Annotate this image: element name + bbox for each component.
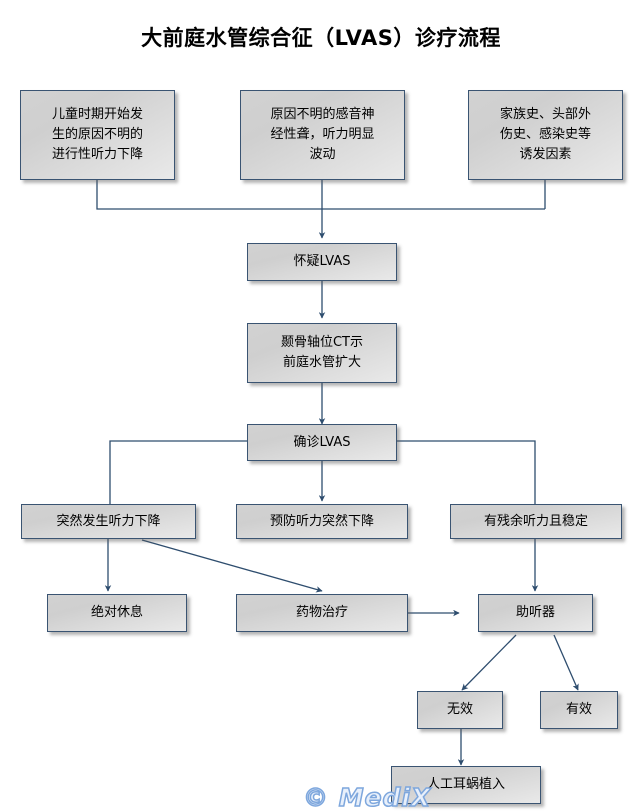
node-prevent-sudden-loss[interactable]: 预防听力突然下降 bbox=[236, 504, 408, 539]
node-label: 确诊LVAS bbox=[293, 434, 351, 450]
node-effective[interactable]: 有效 bbox=[540, 691, 618, 729]
node-label: 无效 bbox=[446, 702, 473, 717]
node-label: 有效 bbox=[565, 702, 592, 717]
node-label: 有残余听力且稳定 bbox=[483, 513, 588, 529]
node-label: 预防听力突然下降 bbox=[269, 513, 374, 529]
edge-hearingaid-effective bbox=[553, 634, 579, 691]
page-title: 大前庭水管综合征（LVAS）诊疗流程 bbox=[141, 26, 501, 50]
edge-hearingaid-ineffective bbox=[461, 634, 517, 691]
node-symptom-progressive-hearing-loss[interactable]: 儿童时期开始发 生的原因不明的 进行性听力下降 bbox=[20, 90, 175, 180]
node-label: 人工耳蜗植入 bbox=[426, 777, 505, 792]
node-label: 突然发生听力下降 bbox=[56, 513, 161, 529]
node-label: 原因不明的感音神 经性聋，听力明显 波动 bbox=[270, 107, 375, 162]
node-residual-stable-hearing[interactable]: 有残余听力且稳定 bbox=[450, 504, 622, 539]
node-symptom-history-factors[interactable]: 家族史、头部外 伤史、感染史等 诱发因素 bbox=[468, 90, 623, 180]
node-label: 颞骨轴位CT示 前庭水管扩大 bbox=[280, 335, 364, 370]
node-symptom-fluctuating-hearing[interactable]: 原因不明的感音神 经性聋，听力明显 波动 bbox=[240, 90, 405, 180]
node-ct-finding[interactable]: 颞骨轴位CT示 前庭水管扩大 bbox=[247, 323, 397, 383]
node-label: 助听器 bbox=[515, 605, 555, 620]
node-absolute-rest[interactable]: 绝对休息 bbox=[47, 594, 187, 632]
edge-confirm-residual bbox=[397, 440, 536, 504]
node-label: 绝对休息 bbox=[90, 605, 143, 620]
node-suspect-lvas[interactable]: 怀疑LVAS bbox=[247, 243, 397, 281]
node-label: 怀疑LVAS bbox=[293, 254, 351, 269]
node-label: 儿童时期开始发 生的原因不明的 进行性听力下降 bbox=[51, 107, 143, 162]
node-confirm-lvas[interactable]: 确诊LVAS bbox=[247, 424, 397, 461]
edge-symptom1-bus bbox=[96, 180, 545, 210]
edge-sudden-drug bbox=[141, 539, 323, 593]
edge-confirm-sudden bbox=[109, 440, 247, 504]
node-ineffective[interactable]: 无效 bbox=[417, 691, 503, 729]
node-label: 家族史、头部外 伤史、感染史等 诱发因素 bbox=[499, 107, 591, 162]
node-sudden-hearing-loss[interactable]: 突然发生听力下降 bbox=[21, 504, 196, 539]
node-label: 药物治疗 bbox=[295, 605, 348, 620]
node-hearing-aid[interactable]: 助听器 bbox=[478, 594, 593, 632]
node-cochlear-implant[interactable]: 人工耳蜗植入 bbox=[391, 766, 541, 804]
node-drug-therapy[interactable]: 药物治疗 bbox=[236, 594, 408, 632]
